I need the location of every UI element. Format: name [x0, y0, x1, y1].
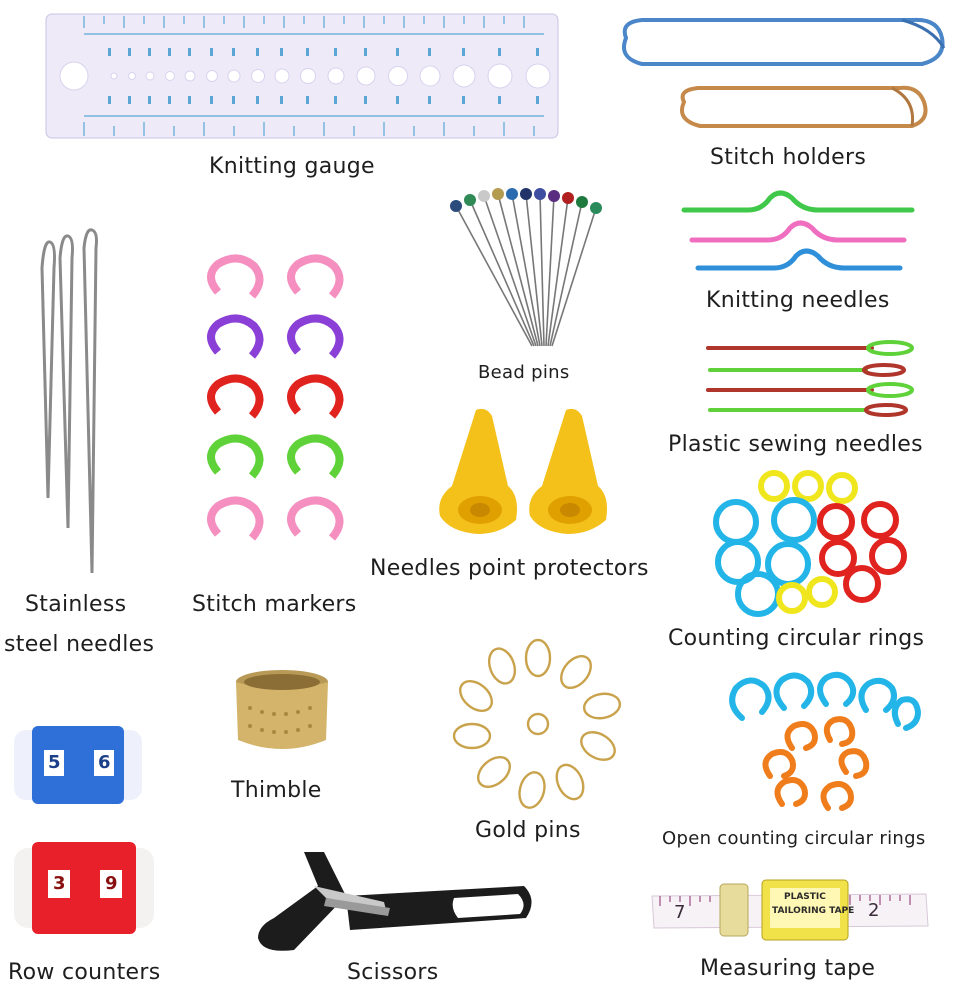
- counting-circular-rings-image: [702, 470, 914, 620]
- red-counter-digit-2: 9: [105, 873, 118, 894]
- tape-brand-line2: TAILORING TAPE: [772, 906, 855, 916]
- row-counter-icon: [14, 842, 154, 934]
- thimble-icon: [236, 670, 328, 749]
- stitch-markers-label: Stitch markers: [192, 592, 357, 617]
- scissors-label: Scissors: [347, 960, 439, 985]
- thimble-label: Thimble: [231, 778, 322, 803]
- stitch-holders-image: [612, 8, 952, 138]
- open-counting-circular-rings-label: Open counting circular rings: [662, 828, 926, 849]
- needles-point-protectors-label: Needles point protectors: [370, 556, 649, 581]
- blue-counter-digit-1: 5: [48, 752, 61, 773]
- ring-icon: [713, 470, 907, 617]
- knitting-gauge-image: [44, 12, 560, 140]
- bead-pin-icon: [450, 188, 602, 347]
- gold-pins-image: [448, 636, 628, 812]
- row-counters-label: Row counters: [8, 960, 161, 985]
- scissors-image: [254, 846, 538, 956]
- thimble-image: [230, 668, 332, 756]
- plastic-needle-icon: [706, 340, 914, 417]
- plastic-sewing-needles-image: [702, 336, 918, 426]
- row-counter-icon: [14, 726, 142, 804]
- stainless-steel-needles-label-line2: steel needles: [4, 632, 155, 657]
- measuring-tape-icon: [651, 879, 929, 941]
- stainless-steel-needles-label-line1: Stainless: [25, 592, 127, 617]
- open-ring-icon: [729, 671, 922, 811]
- gold-pin-icon: [452, 638, 622, 809]
- tape-brand-line1: PLASTIC: [784, 892, 826, 902]
- tape-number-left: 7: [674, 902, 686, 923]
- blue-counter-digit-2: 6: [98, 752, 111, 773]
- knitting-gauge-label: Knitting gauge: [209, 154, 375, 179]
- scissors-icon: [258, 852, 532, 951]
- measuring-tape-image: 7 2 PLASTIC TAILORING TAPE: [650, 879, 930, 941]
- row-counter-red: 3 9: [14, 840, 154, 936]
- needles-point-protectors-image: [436, 406, 620, 536]
- point-protector-icon: [439, 408, 607, 534]
- stitch-holder-pin-icon: [622, 17, 946, 128]
- bead-pins-label: Bead pins: [478, 362, 570, 383]
- stainless-steel-needles-image: [36, 228, 106, 578]
- stitch-marker-icon: [207, 254, 344, 541]
- measuring-tape-label: Measuring tape: [700, 956, 876, 981]
- plastic-sewing-needles-label: Plastic sewing needles: [668, 432, 923, 457]
- row-counter-blue: 5 6: [14, 724, 142, 806]
- stitch-holders-label: Stitch holders: [710, 145, 867, 170]
- sewing-needle-icon: [40, 228, 98, 574]
- tape-number-right: 2: [868, 900, 880, 921]
- open-counting-circular-rings-image: [722, 668, 922, 816]
- knitting-needles-image: [678, 186, 918, 278]
- cable-needle-icon: [681, 190, 915, 271]
- stitch-markers-image: [198, 252, 368, 562]
- counting-circular-rings-label: Counting circular rings: [668, 626, 925, 651]
- bead-pins-image: [436, 186, 616, 352]
- knitting-gauge-ruler-icon: [45, 13, 559, 139]
- gold-pins-label: Gold pins: [475, 818, 581, 843]
- red-counter-digit-1: 3: [53, 873, 66, 894]
- knitting-needles-label: Knitting needles: [706, 288, 890, 313]
